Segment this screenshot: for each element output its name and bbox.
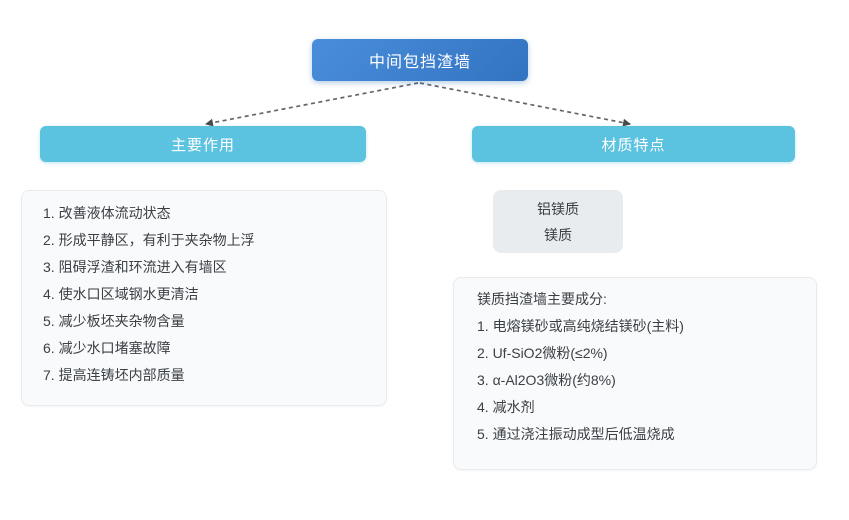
list-item: 4. 减水剂: [477, 399, 535, 415]
root-node-label: 中间包挡渣墙: [368, 54, 471, 71]
list-item: 1. 电熔镁砂或高纯烧结镁砂(主料): [477, 318, 684, 334]
list-item: 5. 通过浇注振动成型后低温烧成: [477, 426, 675, 442]
branch-header-label: 材质特点: [601, 136, 666, 154]
list-item: 6. 减少水口堵塞故障: [43, 340, 171, 356]
chip-line: 镁质: [544, 226, 572, 243]
root-node: 中间包挡渣墙: [312, 39, 528, 81]
list-item: 3. α-Al2O3微粉(约8%): [477, 372, 616, 388]
list-item: 2. 形成平静区，有利于夹杂物上浮: [43, 232, 255, 248]
main-functions-card: 1. 改善液体流动状态 2. 形成平静区，有利于夹杂物上浮 3. 阻碍浮渣和环流…: [21, 190, 387, 406]
list-item: 3. 阻碍浮渣和环流进入有墙区: [43, 259, 227, 275]
branch-header-main-functions: 主要作用: [40, 126, 366, 162]
material-type-chip: 铝镁质 镁质: [493, 190, 623, 253]
connector-right-arrow: [419, 82, 631, 127]
branch-header-material: 材质特点: [472, 126, 795, 162]
list-item: 2. Uf-SiO2微粉(≤2%): [477, 345, 608, 361]
list-item: 1. 改善液体流动状态: [43, 205, 171, 221]
composition-card: 镁质挡渣墙主要成分: 1. 电熔镁砂或高纯烧结镁砂(主料) 2. Uf-SiO2…: [453, 277, 817, 470]
chip-line: 铝镁质: [537, 200, 579, 217]
list-item: 5. 减少板坯夹杂物含量: [43, 313, 185, 329]
list-item: 7. 提高连铸坯内部质量: [43, 367, 185, 383]
list-item: 4. 使水口区域钢水更清洁: [43, 286, 199, 302]
branch-header-label: 主要作用: [170, 136, 235, 154]
connector-left-arrow: [205, 82, 419, 127]
composition-card-title: 镁质挡渣墙主要成分:: [477, 291, 607, 307]
